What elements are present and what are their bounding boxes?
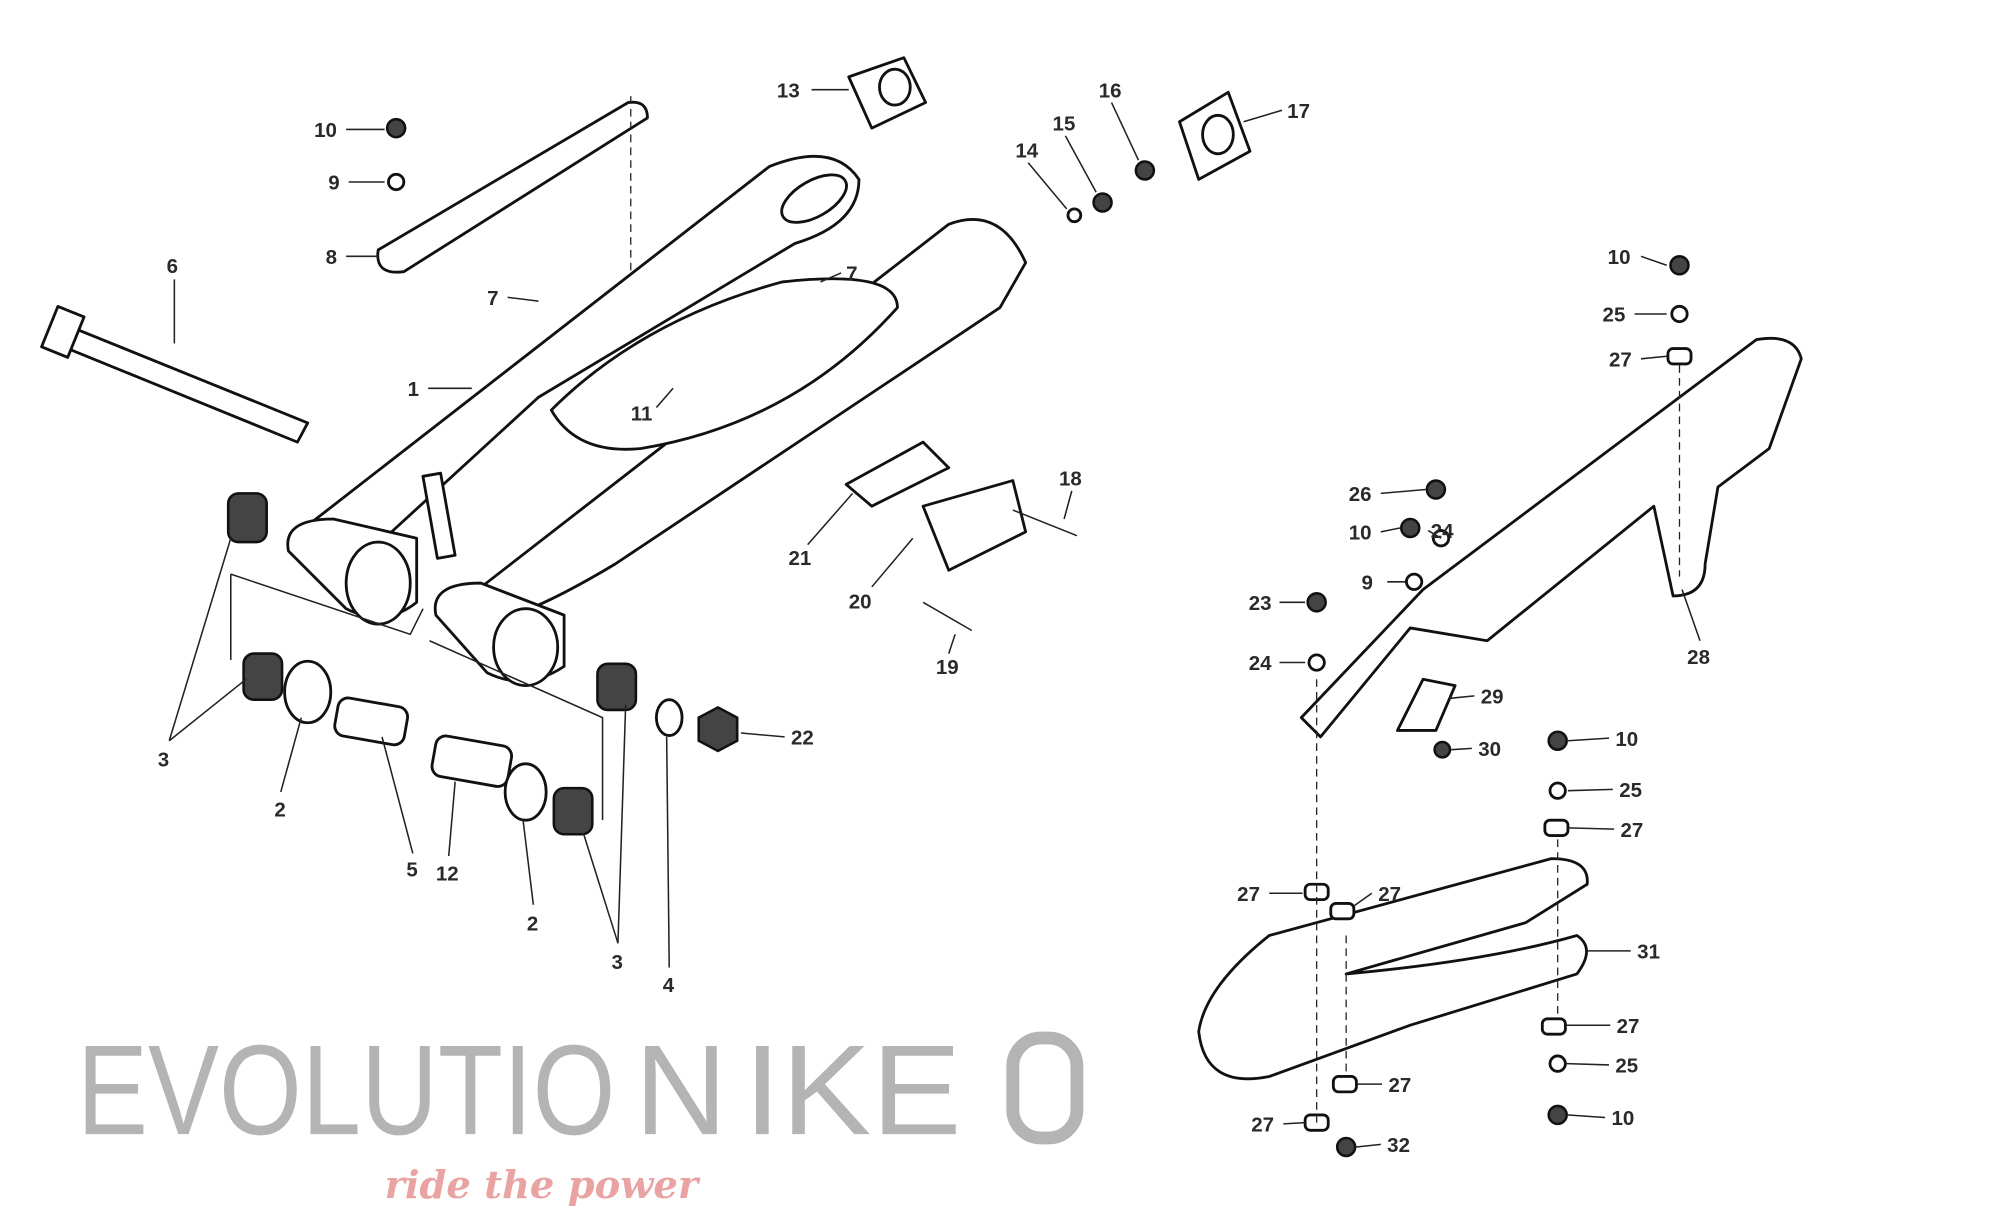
watermark-bike: IKE <box>744 1019 962 1162</box>
callout-22: 22 <box>791 727 814 750</box>
watermark-tagline: ride the power <box>385 1163 701 1208</box>
guide-bracket <box>1396 677 1457 732</box>
swingarm-axle <box>40 305 310 444</box>
callout-10e: 10 <box>1615 728 1638 751</box>
callout-14: 14 <box>1015 140 1038 163</box>
callout-11: 11 <box>631 402 653 425</box>
chain-slider-top <box>376 100 649 274</box>
callout-31: 31 <box>1637 941 1660 964</box>
chain-guide <box>1197 857 1589 1081</box>
callout-23: 23 <box>1249 592 1272 615</box>
callout-20: 20 <box>849 591 872 614</box>
callout-1: 1 <box>408 378 419 401</box>
callout-9b: 9 <box>1362 571 1373 594</box>
callout-16: 16 <box>1099 79 1122 102</box>
callout-25c: 25 <box>1615 1055 1638 1078</box>
callout-27d: 27 <box>1378 883 1401 906</box>
callout-13: 13 <box>777 79 800 102</box>
callout-27: 27 <box>1609 349 1632 372</box>
callout-28: 28 <box>1687 646 1710 669</box>
callout-25: 25 <box>1603 304 1626 327</box>
callout-10d: 10 <box>1349 522 1372 545</box>
fasteners <box>385 117 1693 1158</box>
callout-5: 5 <box>406 859 417 882</box>
callout-4: 4 <box>663 974 675 997</box>
callout-10f: 10 <box>1612 1107 1635 1130</box>
callout-17: 17 <box>1287 100 1310 123</box>
callout-3: 3 <box>158 748 169 771</box>
callout-9: 9 <box>328 172 339 195</box>
callout-24b: 24 <box>1249 652 1272 675</box>
callout-10: 10 <box>314 119 337 142</box>
chain-tensioner <box>921 479 1028 572</box>
watermark: EVOLUTIO N IKE ride the power <box>77 1019 1084 1208</box>
tensioner-bracket <box>844 440 951 508</box>
callout-2: 2 <box>274 798 285 821</box>
leader-lines <box>168 88 1701 1148</box>
swingarm <box>286 155 1028 688</box>
watermark-evolution: EVOLUTIO <box>77 1019 615 1162</box>
chain-guard <box>1299 336 1803 739</box>
callout-27g: 27 <box>1251 1114 1274 1137</box>
callout-27f: 27 <box>1388 1074 1411 1097</box>
callout-15: 15 <box>1053 113 1076 136</box>
callout-2b: 2 <box>527 912 538 935</box>
callout-30: 30 <box>1478 738 1501 761</box>
callout-labels: 13 10 9 8 6 7 7 1 11 16 15 14 17 10 25 2… <box>158 79 1710 1157</box>
callout-12: 12 <box>436 862 459 885</box>
watermark-n: N <box>635 1019 728 1162</box>
bearings <box>226 492 739 836</box>
callout-29: 29 <box>1481 686 1504 709</box>
callout-10c: 10 <box>1608 246 1631 269</box>
callout-27b: 27 <box>1621 819 1644 842</box>
callout-32: 32 <box>1387 1134 1410 1157</box>
callout-7: 7 <box>487 287 498 310</box>
callout-6: 6 <box>167 255 178 278</box>
callout-19: 19 <box>936 656 959 679</box>
callout-27e: 27 <box>1617 1015 1640 1038</box>
callout-18: 18 <box>1059 468 1082 491</box>
callout-21: 21 <box>788 547 811 570</box>
callout-8: 8 <box>326 246 337 269</box>
callout-3b: 3 <box>612 951 623 974</box>
callout-7b: 7 <box>846 263 857 286</box>
callout-24: 24 <box>1431 520 1454 543</box>
callout-26: 26 <box>1349 483 1372 506</box>
watermark-o-shape <box>1006 1031 1084 1145</box>
callout-25b: 25 <box>1619 779 1642 802</box>
callout-27c: 27 <box>1237 883 1260 906</box>
